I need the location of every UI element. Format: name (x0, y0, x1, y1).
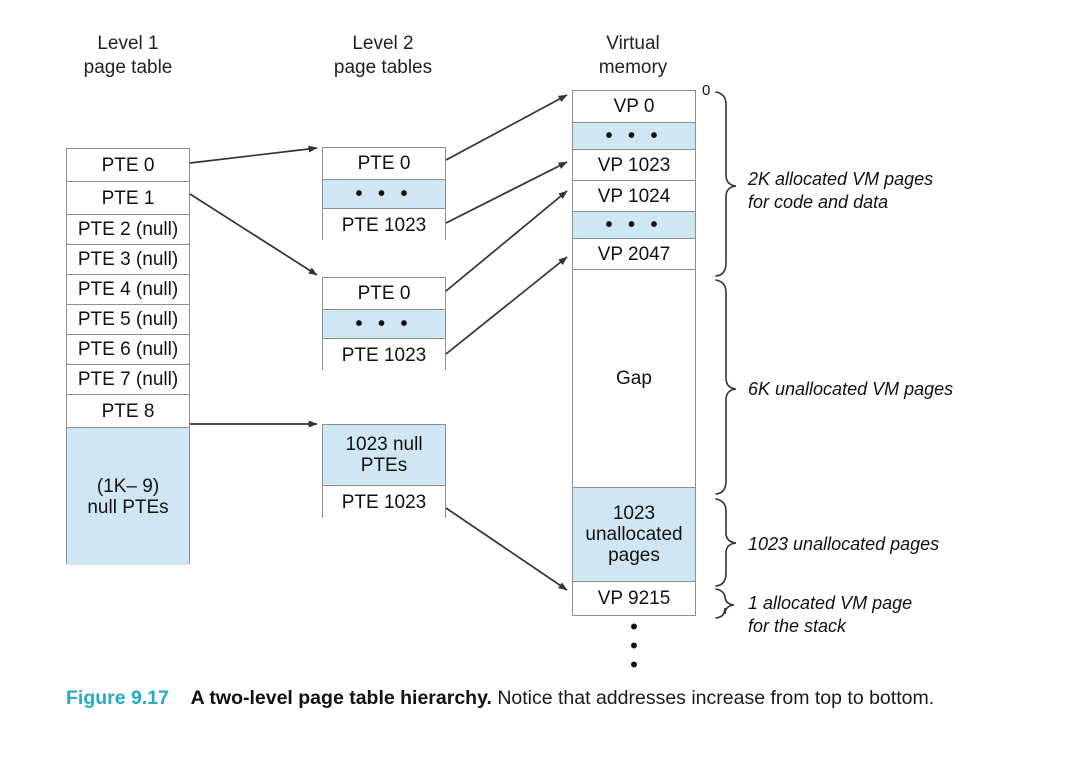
level2-a-pte-0[interactable]: PTE 0 (323, 148, 445, 180)
annot-stack-page: 1 allocated VM page for the stack (748, 592, 1038, 638)
vm-trailing-dot-3: • (630, 652, 638, 677)
column-title-level2-line2: page tables (333, 57, 433, 78)
level2-a-ellipsis: • • • (323, 180, 445, 209)
column-title-level2-line1: Level 2 (352, 33, 414, 54)
annot-allocated-code-data: 2K allocated VM pages for code and data (748, 168, 1028, 214)
brace-allocated-code-data (715, 91, 737, 277)
vm-unallocated-line1: 1023 (612, 503, 656, 524)
annot-unallocated-6k-line1: 6K unallocated VM pages (748, 379, 954, 399)
virtual-memory-column: VP 0 • • • VP 1023 VP 1024 • • • VP 2047… (572, 90, 696, 616)
level2-b-ellipsis: • • • (323, 310, 445, 339)
arrow-l2b-pte1023-to-vp2047 (445, 256, 568, 355)
vm-trailing-dots: • • • (572, 614, 696, 677)
vm-block-unallocated-1023[interactable]: 1023 unallocated pages (573, 488, 695, 582)
level1-pte-0[interactable]: PTE 0 (67, 149, 189, 182)
arrow-l1pte1-to-l2b (189, 193, 318, 276)
column-title-level2: Level 2 page tables (320, 32, 446, 80)
level1-pte-6[interactable]: PTE 6 (null) (67, 335, 189, 365)
arrow-l2c-pte1023-to-vp9215 (445, 507, 568, 591)
level2-table-b: PTE 0 • • • PTE 1023 (322, 277, 446, 371)
level2-c-null-ptes-line1: 1023 null (345, 434, 423, 455)
level2-table-c: 1023 null PTEs PTE 1023 (322, 424, 446, 519)
vm-block-ellipsis-1: • • • (573, 123, 695, 150)
level1-pte-5[interactable]: PTE 5 (null) (67, 305, 189, 335)
column-title-level1-line1: Level 1 (97, 33, 159, 54)
column-title-vm: Virtual memory (571, 32, 695, 80)
level1-null-ptes-line1: (1K– 9) (96, 475, 160, 497)
vm-unallocated-line3: pages (608, 545, 660, 566)
column-title-vm-line1: Virtual (606, 33, 660, 54)
level2-c-null-ptes-line2: PTEs (360, 455, 408, 476)
vm-block-vp-1024[interactable]: VP 1024 (573, 181, 695, 212)
annot-stack-page-line1: 1 allocated VM page (748, 593, 913, 613)
figure-number: Figure 9.17 (66, 687, 169, 709)
column-title-level1-line2: page table (83, 57, 173, 78)
vm-unallocated-line2: unallocated (585, 524, 683, 545)
level2-table-a: PTE 0 • • • PTE 1023 (322, 147, 446, 241)
vm-block-vp-9215[interactable]: VP 9215 (573, 582, 695, 615)
level1-pte-7[interactable]: PTE 7 (null) (67, 365, 189, 395)
annot-unallocated-1023-line1: 1023 unallocated pages (748, 534, 940, 554)
figure-caption-body: Notice that addresses increase from top … (491, 687, 935, 709)
vm-block-vp-0[interactable]: VP 0 (573, 91, 695, 123)
annot-unallocated-6k: 6K unallocated VM pages (748, 378, 1038, 401)
annot-allocated-code-data-line1: 2K allocated VM pages (748, 169, 934, 189)
level1-null-ptes-line2: null PTEs (87, 496, 169, 518)
level2-a-pte-1023[interactable]: PTE 1023 (323, 209, 445, 241)
level2-b-pte-0[interactable]: PTE 0 (323, 278, 445, 310)
vm-block-vp-2047[interactable]: VP 2047 (573, 239, 695, 270)
level1-pte-1[interactable]: PTE 1 (67, 182, 189, 215)
arrow-l2b-pte0-to-vp1024 (445, 190, 568, 292)
vm-block-gap[interactable]: Gap (573, 270, 695, 488)
level1-pte-8[interactable]: PTE 8 (67, 395, 189, 428)
brace-unallocated-1023 (715, 498, 737, 587)
annot-stack-page-line2: for the stack (748, 616, 847, 636)
arrow-l1pte0-to-l2a (189, 145, 318, 164)
level1-page-table: PTE 0 PTE 1 PTE 2 (null) PTE 3 (null) PT… (66, 148, 190, 565)
vm-block-ellipsis-2: • • • (573, 212, 695, 239)
vm-block-vp-1023[interactable]: VP 1023 (573, 150, 695, 181)
vm-trailing-dot-1: • (630, 614, 638, 639)
vm-trailing-dot-2: • (630, 633, 638, 658)
annot-allocated-code-data-line2: for code and data (748, 192, 889, 212)
column-title-level1: Level 1 page table (66, 32, 190, 80)
level1-null-ptes-block[interactable]: (1K– 9) null PTEs (67, 428, 189, 565)
level2-c-null-ptes-block[interactable]: 1023 null PTEs (323, 425, 445, 486)
brace-unallocated-6k (715, 279, 737, 495)
figure-title: A two-level page table hierarchy. (190, 687, 492, 709)
annot-unallocated-1023: 1023 unallocated pages (748, 533, 1038, 556)
level1-pte-4[interactable]: PTE 4 (null) (67, 275, 189, 305)
arrow-l2a-pte1023-to-vp1023 (445, 161, 568, 224)
column-title-vm-line2: memory (598, 57, 668, 78)
arrow-l2a-pte0-to-vp0 (445, 94, 568, 161)
vm-start-address-label: 0 (702, 82, 711, 99)
level2-b-pte-1023[interactable]: PTE 1023 (323, 339, 445, 371)
level1-pte-2[interactable]: PTE 2 (null) (67, 215, 189, 245)
level2-c-pte-1023[interactable]: PTE 1023 (323, 486, 445, 519)
figure-caption: Figure 9.17 A two-level page table hiera… (66, 684, 1026, 713)
level1-pte-3[interactable]: PTE 3 (null) (67, 245, 189, 275)
brace-stack-page (715, 588, 735, 619)
